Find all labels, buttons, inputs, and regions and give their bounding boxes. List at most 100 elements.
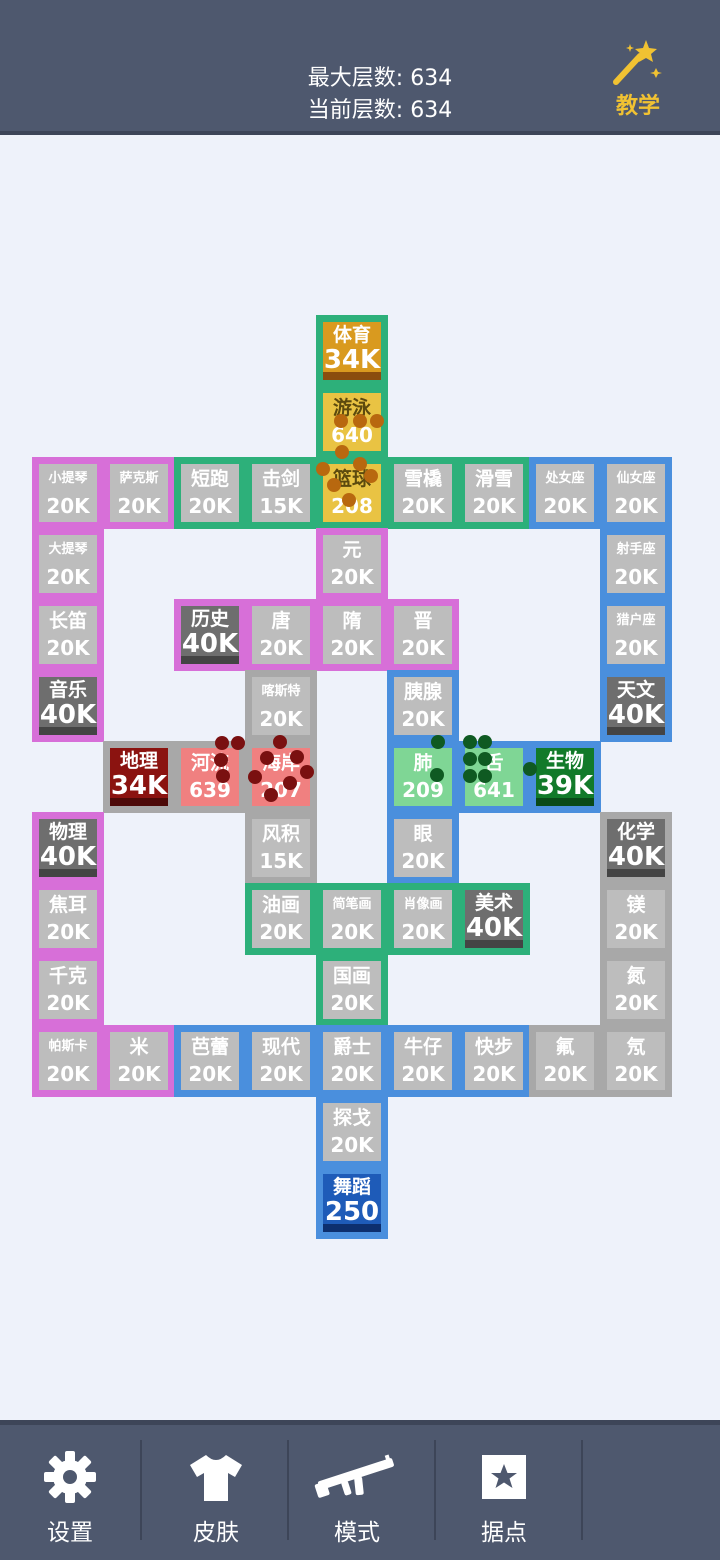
- tile-value: 34K: [110, 771, 168, 801]
- tile-value: 20K: [117, 494, 161, 518]
- army-unit-dot: [300, 765, 314, 779]
- tile-value: 20K: [614, 1062, 658, 1086]
- tile-value: 40K: [39, 700, 97, 730]
- nav-skin-label: 皮肤: [193, 1520, 239, 1546]
- tile-sui[interactable]: 隋 20K: [323, 606, 381, 664]
- nav-settings-label: 设置: [47, 1520, 93, 1546]
- tile-value: 40K: [607, 842, 665, 872]
- tile-name: 爵士: [332, 1036, 371, 1058]
- tile-health-bar: [39, 727, 97, 735]
- army-unit-dot: [523, 762, 537, 776]
- current-level-text: 当前层数: 634: [307, 98, 453, 123]
- tile-name: 击剑: [261, 468, 300, 490]
- nav-stronghold-button[interactable]: 据点: [434, 1425, 574, 1560]
- nav-separator: [140, 1440, 142, 1540]
- army-unit-dot: [316, 462, 330, 476]
- tile-name: 芭蕾: [190, 1036, 229, 1058]
- tile-name: 猎户座: [616, 613, 656, 628]
- tutorial-button[interactable]: 教学: [600, 38, 676, 122]
- tile-name: 简笔画: [332, 897, 372, 912]
- tshirt-icon: [190, 1455, 242, 1501]
- nav-mode-button[interactable]: 模式: [287, 1425, 427, 1560]
- tile-name: 篮球: [332, 468, 371, 490]
- tile-name: 现代: [261, 1036, 300, 1058]
- tile-name: 快步: [474, 1036, 513, 1058]
- tile-name: 美术: [474, 892, 513, 914]
- tile-value: 20K: [117, 1062, 161, 1086]
- tile-name: 肖像画: [403, 897, 443, 912]
- nav-separator: [287, 1440, 289, 1540]
- tile-quickstep[interactable]: 快步 20K: [465, 1032, 523, 1090]
- tile-value: 20K: [614, 494, 658, 518]
- tile-value: 20K: [259, 920, 303, 944]
- tile-value: 641: [473, 778, 515, 802]
- army-unit-dot: [248, 770, 262, 784]
- tile-name: 镁: [626, 894, 646, 916]
- tile-value: 20K: [472, 1062, 516, 1086]
- tile-name: 隋: [342, 610, 362, 632]
- tile-value: 20K: [330, 636, 374, 660]
- tile-name: 历史: [190, 608, 229, 630]
- tile-value: 20K: [543, 494, 587, 518]
- tile-value: 20K: [46, 991, 90, 1015]
- army-unit-dot: [335, 445, 349, 459]
- army-unit-dot: [353, 457, 367, 471]
- tile-name: 大提琴: [48, 542, 88, 557]
- army-unit-dot: [264, 788, 278, 802]
- tile-value: 20K: [401, 1062, 445, 1086]
- tile-value: 20K: [46, 920, 90, 944]
- army-unit-dot: [370, 414, 384, 428]
- tile-value: 20K: [543, 1062, 587, 1086]
- nav-settings-button[interactable]: 设置: [0, 1425, 140, 1560]
- game-board[interactable]: 体育34K游泳640小提琴20K萨克斯20K短跑20K击剑15K篮球208雪橇2…: [0, 135, 720, 1420]
- nav-skin-button[interactable]: 皮肤: [146, 1425, 286, 1560]
